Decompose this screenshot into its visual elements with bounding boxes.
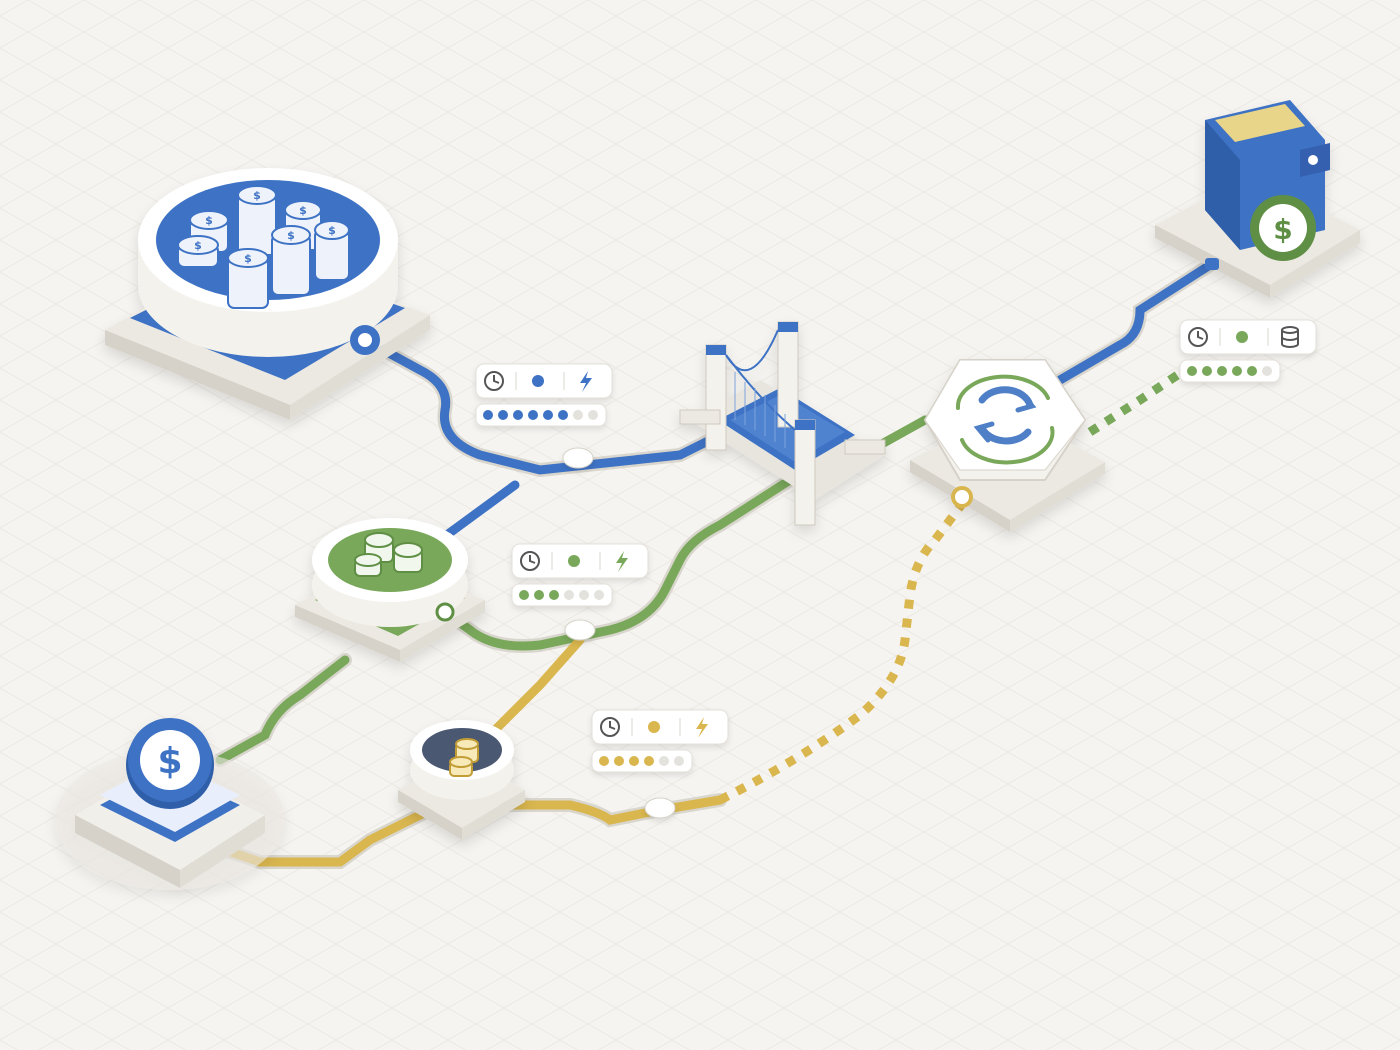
rating-dot-empty <box>594 590 604 600</box>
green-card <box>511 543 649 607</box>
svg-text:$: $ <box>205 214 213 227</box>
rating-bar <box>511 583 613 607</box>
yellow-dashed-route <box>717 497 969 805</box>
rating-dot-filled <box>644 756 654 766</box>
rating-dot-empty <box>659 756 669 766</box>
rating-dot-filled <box>1202 366 1212 376</box>
svg-text:$: $ <box>244 252 252 265</box>
rating-bar <box>475 403 607 427</box>
rating-dot-filled <box>498 410 508 420</box>
dot-icon <box>1236 331 1248 343</box>
wallet-card <box>1179 319 1317 383</box>
lightning-icon <box>616 551 628 572</box>
routes <box>213 258 1217 869</box>
yellow-card <box>591 709 729 773</box>
rating-dot-filled <box>599 756 609 766</box>
rating-dot-empty <box>674 756 684 766</box>
lightning-icon <box>580 371 592 392</box>
rating-dot-empty <box>579 590 589 600</box>
clock-icon <box>1188 327 1208 347</box>
source-coin[interactable]: $ <box>55 718 285 890</box>
svg-text:$: $ <box>253 189 261 202</box>
rating-dot-filled <box>614 756 624 766</box>
rating-dot-empty <box>573 410 583 420</box>
rating-dot-filled <box>1217 366 1227 376</box>
route-marker-yellow <box>644 797 676 819</box>
svg-text:$: $ <box>299 204 307 217</box>
small-pool <box>398 720 525 840</box>
svg-text:$: $ <box>287 229 295 242</box>
rating-dot-filled <box>1247 366 1257 376</box>
rating-dot-filled <box>513 410 523 420</box>
bridge-tower-left <box>705 344 727 451</box>
rating-dot-filled <box>1187 366 1197 376</box>
dot-icon <box>648 721 660 733</box>
hub-connector <box>951 486 973 508</box>
rating-dot-filled <box>519 590 529 600</box>
svg-text:$: $ <box>194 239 202 252</box>
swap-hub[interactable] <box>910 359 1105 532</box>
medium-pool <box>295 518 485 662</box>
dot-icon <box>532 375 544 387</box>
blue-route <box>358 258 1217 545</box>
bridge-tower-right <box>777 321 799 428</box>
rating-dot-filled <box>543 410 553 420</box>
large-pool: $$$ $$$$ <box>105 168 430 420</box>
metric-cards <box>475 319 1317 773</box>
clock-icon <box>520 551 540 571</box>
clock-icon <box>484 371 504 391</box>
rating-dot-filled <box>629 756 639 766</box>
rating-dot-filled <box>534 590 544 600</box>
rating-dot-empty <box>588 410 598 420</box>
database-icon <box>1281 326 1299 348</box>
dot-icon <box>568 555 580 567</box>
rating-dot-filled <box>528 410 538 420</box>
rating-bar <box>1179 359 1281 383</box>
rating-dot-filled <box>549 590 559 600</box>
rating-dot-filled <box>483 410 493 420</box>
refresh-arrows-icon <box>973 386 1037 445</box>
rating-dot-filled <box>558 410 568 420</box>
wallet[interactable]: $ <box>1155 100 1360 298</box>
rating-dot-filled <box>1232 366 1242 376</box>
clock-icon <box>600 717 620 737</box>
dollar-coin-icon: $ <box>1273 213 1292 246</box>
svg-text:$: $ <box>328 224 336 237</box>
rating-dot-empty <box>1262 366 1272 376</box>
rating-bar <box>591 749 693 773</box>
coin-stack-icon <box>354 532 423 577</box>
lightning-icon <box>696 717 708 738</box>
green-dashed-route <box>1087 366 1188 436</box>
bridge-tower-front <box>794 419 816 526</box>
coin-stack-icon <box>449 738 479 777</box>
route-marker-green <box>564 619 596 641</box>
bridge <box>679 321 886 526</box>
route-marker-blue <box>562 447 594 469</box>
rating-dot-empty <box>564 590 574 600</box>
dollar-coin-icon: $ <box>157 741 182 782</box>
coin-stack-icon: $$$ $$$$ <box>177 185 350 309</box>
pool-connector <box>435 602 455 622</box>
green-route <box>213 415 930 767</box>
blue-card <box>475 363 613 427</box>
